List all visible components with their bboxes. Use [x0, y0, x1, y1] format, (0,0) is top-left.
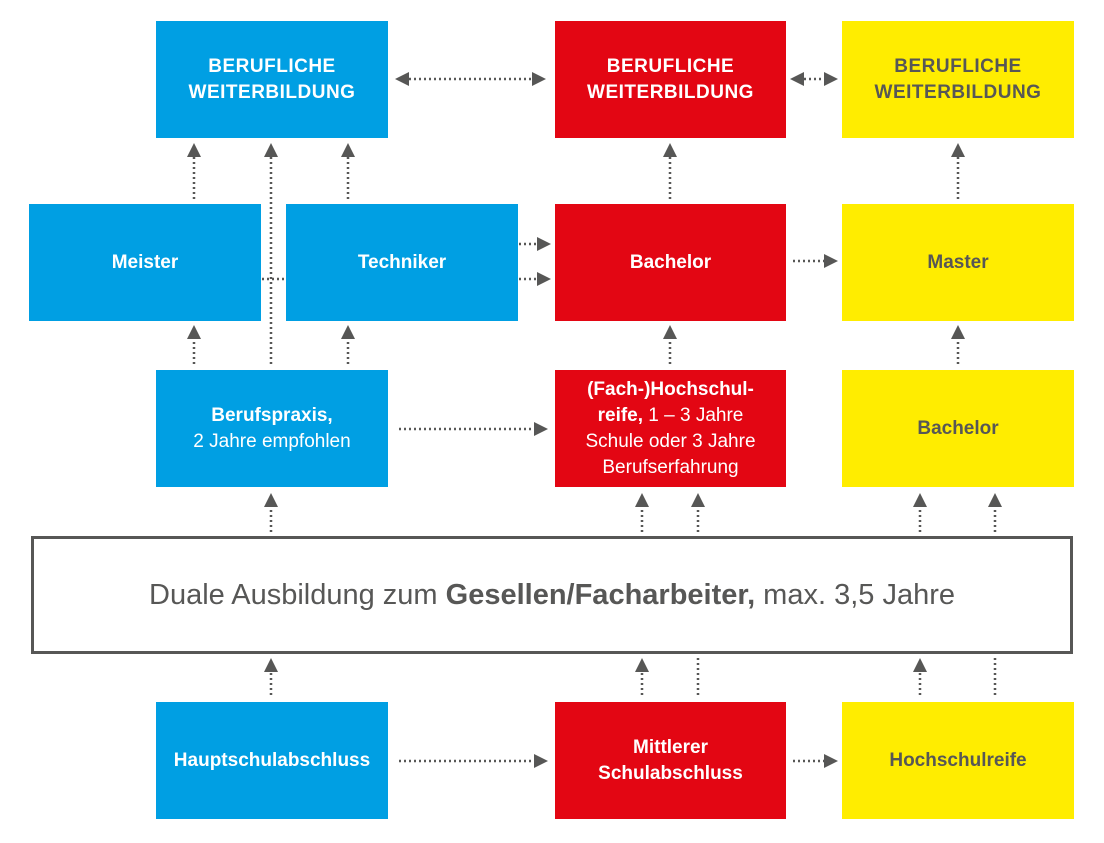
- bachelor-red-label: Bachelor: [629, 251, 712, 273]
- blue-weiterbildung-line1: BERUFLICHE: [208, 55, 336, 77]
- arrow-fachhochschulreife-to-bachelor-arrowhead: [663, 325, 677, 339]
- arrow-bachelor-to-master-arrowhead: [824, 254, 838, 268]
- fachhochschulreife-line2-light: 1 – 3 Jahre: [643, 404, 744, 426]
- arrow-techniker-to-weiterbildung-arrowhead: [341, 143, 355, 157]
- arrow-weiterbildung-red-yellow-arrowhead-right: [824, 72, 838, 86]
- arrow-berufspraxis-to-weiterbildung-arrowhead: [264, 143, 278, 157]
- yellow-weiterbildung-line2: WEITERBILDUNG: [874, 81, 1042, 103]
- fachhochschulreife-line2-bold: reife,: [597, 404, 644, 426]
- techniker-box: Techniker: [286, 204, 518, 321]
- arrow-mittlerer-to-ausbildung-arrowhead: [635, 658, 649, 672]
- ausbildung-bold: Gesellen/Facharbeiter,: [445, 578, 756, 611]
- blue-weiterbildung-line2: WEITERBILDUNG: [188, 81, 356, 103]
- arrow-hauptschul-to-ausbildung-arrowhead: [264, 658, 278, 672]
- duale-ausbildung-box: Duale Ausbildung zum Gesellen/Facharbeit…: [31, 536, 1073, 654]
- fachhochschulreife-line4: Berufserfahrung: [602, 456, 739, 478]
- arrow-hauptschul-to-mittlerer-arrowhead: [534, 754, 548, 768]
- arrow-bachelor-yellow-to-master-arrowhead: [951, 325, 965, 339]
- arrow-techniker-to-bachelor-lower-arrowhead: [537, 272, 551, 286]
- hochschulreife-box: Hochschulreife: [842, 702, 1074, 819]
- hauptschulabschluss-label: Hauptschulabschluss: [173, 749, 371, 771]
- red-weiterbildung-line1: BERUFLICHE: [606, 55, 735, 77]
- meister-box: Meister: [29, 204, 261, 321]
- arrow-mittlerer-to-hochschulreife-arrowhead: [824, 754, 838, 768]
- arrow-bachelor-to-weiterbildung-arrowhead: [663, 143, 677, 157]
- berufspraxis-title: Berufspraxis,: [211, 404, 333, 426]
- arrow-ausbildung-to-bachelor-yellow-right-arrowhead: [988, 493, 1002, 507]
- arrow-hochschulreife-to-ausbildung-arrowhead: [913, 658, 927, 672]
- mittlerer-schulabschluss-box: Mittlerer Schulabschluss: [555, 702, 786, 819]
- ausbildung-prefix: Duale Ausbildung zum: [149, 578, 446, 611]
- red-weiterbildung-line2: WEITERBILDUNG: [587, 81, 754, 103]
- yellow-weiterbildung-box: BERUFLICHE WEITERBILDUNG: [842, 21, 1074, 138]
- arrow-ausbildung-to-fachhochschulreife-right-arrowhead: [691, 493, 705, 507]
- hauptschulabschluss-box: Hauptschulabschluss: [156, 702, 388, 819]
- mittlerer-line1: Mittlerer: [633, 736, 708, 758]
- red-weiterbildung-box: BERUFLICHE WEITERBILDUNG: [555, 21, 786, 138]
- arrow-weiterbildung-blue-red-arrowhead-left: [395, 72, 409, 86]
- arrow-berufspraxis-to-meister-arrowhead: [187, 325, 201, 339]
- berufspraxis-subtitle: 2 Jahre empfohlen: [193, 430, 351, 452]
- arrow-ausbildung-to-bachelor-yellow-left-arrowhead: [913, 493, 927, 507]
- arrow-berufspraxis-to-fachhochschulreife-arrowhead: [534, 422, 548, 436]
- hochschulreife-label: Hochschulreife: [889, 749, 1027, 771]
- yellow-weiterbildung-line1: BERUFLICHE: [894, 55, 1022, 77]
- arrow-ausbildung-to-berufspraxis-arrowhead: [264, 493, 278, 507]
- arrow-ausbildung-to-fachhochschulreife-left-arrowhead: [635, 493, 649, 507]
- meister-label: Meister: [111, 251, 179, 273]
- techniker-label: Techniker: [357, 251, 447, 273]
- bachelor-red-box: Bachelor: [555, 204, 786, 321]
- master-box: Master: [842, 204, 1074, 321]
- mittlerer-line2: Schulabschluss: [598, 762, 743, 784]
- master-label: Master: [927, 251, 989, 273]
- arrow-techniker-to-bachelor-upper-arrowhead: [537, 237, 551, 251]
- arrow-weiterbildung-blue-red-arrowhead-right: [532, 72, 546, 86]
- arrow-berufspraxis-to-techniker-arrowhead: [341, 325, 355, 339]
- blue-weiterbildung-box: BERUFLICHE WEITERBILDUNG: [156, 21, 388, 138]
- arrow-meister-to-weiterbildung-arrowhead: [187, 143, 201, 157]
- fachhochschulreife-box: (Fach-)Hochschul- reife, 1 – 3 Jahre Sch…: [555, 370, 786, 487]
- arrow-master-to-weiterbildung-arrowhead: [951, 143, 965, 157]
- berufspraxis-box: Berufspraxis, 2 Jahre empfohlen: [156, 370, 388, 487]
- arrow-weiterbildung-red-yellow-arrowhead-left: [790, 72, 804, 86]
- ausbildung-suffix: max. 3,5 Jahre: [755, 578, 955, 611]
- bachelor-yellow-label: Bachelor: [917, 417, 999, 439]
- bachelor-yellow-box: Bachelor: [842, 370, 1074, 487]
- fachhochschulreife-line3: Schule oder 3 Jahre: [585, 430, 756, 452]
- fachhochschulreife-line1: (Fach-)Hochschul-: [587, 378, 754, 400]
